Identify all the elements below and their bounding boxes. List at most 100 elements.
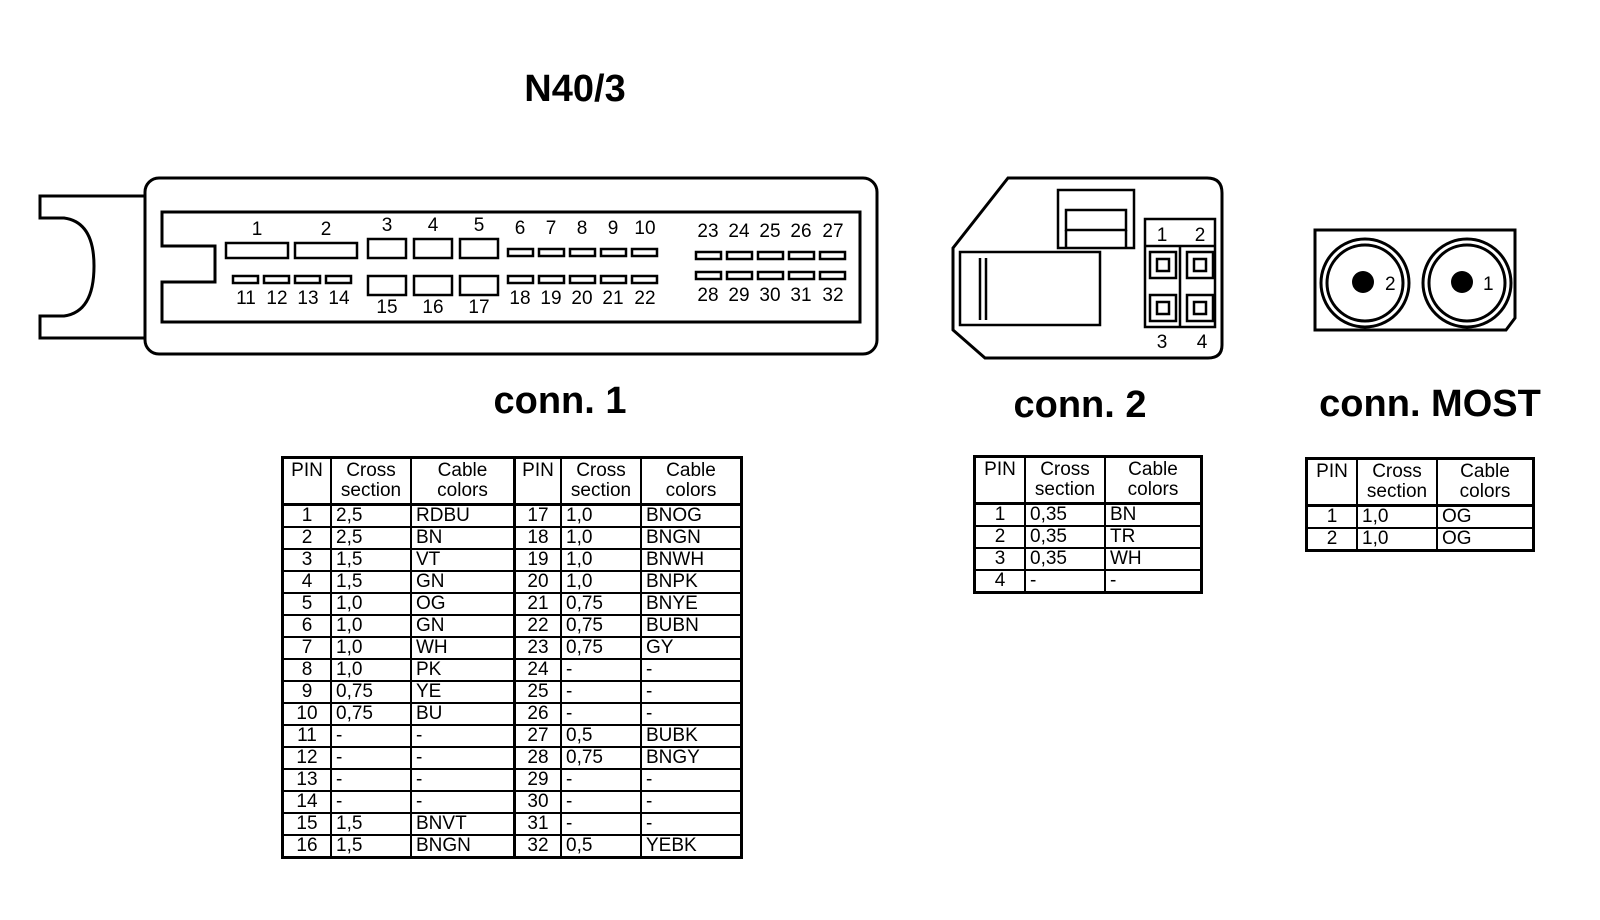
pin-cell: 4	[973, 569, 1026, 594]
pin-cell: 9	[281, 680, 332, 704]
conn1-pin-numbers: 1 2 3 4 5 6 7 8 9 10 23 24 25 26 27 11 1…	[236, 215, 843, 318]
pin-cell: 21	[513, 592, 562, 616]
pin-number: 4	[428, 215, 439, 236]
pin-number: 5	[474, 215, 485, 236]
pin-cell: 26	[513, 702, 562, 726]
pin-number: 9	[608, 218, 619, 239]
pin-cell: 10	[281, 702, 332, 726]
pin-cell: 5	[281, 592, 332, 616]
cable-color-cell: -	[410, 746, 516, 770]
pin-number: 31	[790, 285, 811, 306]
cable-color-cell: PK	[410, 658, 516, 682]
pin-number: 17	[468, 297, 489, 318]
pin-number: 27	[822, 221, 843, 242]
pin-number: 1	[1157, 225, 1168, 246]
cable-color-cell: -	[640, 790, 743, 814]
conn2-title: conn. 2	[1013, 384, 1147, 426]
pin-cell: 7	[281, 636, 332, 660]
pin-cell: 2	[281, 526, 332, 550]
cable-color-cell: VT	[410, 548, 516, 572]
header-pin: PIN	[513, 456, 562, 506]
pin-number: 28	[697, 285, 718, 306]
pin-cell: 12	[281, 746, 332, 770]
cable-color-cell: BNPK	[640, 570, 743, 594]
conn1-housing	[143, 176, 879, 356]
cross-section-cell: 0,35	[1024, 525, 1106, 549]
cross-section-cell: 1,0	[330, 636, 412, 660]
pin-cell: 2	[973, 525, 1026, 549]
cross-section-cell: -	[330, 768, 412, 792]
pin-cell: 2	[1305, 527, 1358, 552]
cable-color-cell: YEBK	[640, 834, 743, 859]
conn1-latch	[38, 194, 145, 340]
pin-cell: 30	[513, 790, 562, 814]
cross-section-cell: 1,0	[1356, 527, 1438, 552]
cross-section-cell: 0,75	[560, 592, 642, 616]
cable-color-cell: -	[640, 702, 743, 726]
pin-number: 2	[321, 219, 332, 240]
cable-color-cell: BUBK	[640, 724, 743, 748]
cable-color-cell: BNGN	[410, 834, 516, 859]
pin-number: 4	[1197, 332, 1208, 353]
cable-color-cell: -	[410, 724, 516, 748]
cross-section-cell: -	[560, 680, 642, 704]
cross-section-cell: 0,75	[560, 614, 642, 638]
cable-color-cell: BN	[410, 526, 516, 550]
most-housing	[1313, 228, 1517, 332]
pin-number: 20	[571, 288, 592, 309]
cross-section-cell: 1,0	[330, 658, 412, 682]
pin-number: 1	[252, 219, 263, 240]
cable-color-cell: GY	[640, 636, 743, 660]
pin-number: 11	[236, 288, 256, 309]
cross-section-cell: 1,0	[330, 592, 412, 616]
cable-color-cell: YE	[410, 680, 516, 704]
conn2-inner	[958, 188, 1217, 329]
pin-cell: 22	[513, 614, 562, 638]
cross-section-cell: 1,5	[330, 812, 412, 836]
cross-section-cell: 1,0	[560, 570, 642, 594]
cross-section-cell: 1,5	[330, 548, 412, 572]
table-row: 13--29--	[281, 768, 743, 792]
cross-section-cell: 1,0	[560, 526, 642, 550]
header-pin: PIN	[1305, 457, 1358, 507]
pin-cell: 27	[513, 724, 562, 748]
pin-cell: 13	[281, 768, 332, 792]
cable-color-cell: -	[410, 790, 516, 814]
cable-color-cell: BNVT	[410, 812, 516, 836]
cable-color-cell: -	[410, 768, 516, 792]
cross-section-cell: 0,75	[330, 702, 412, 726]
conn1-title: conn. 1	[493, 380, 627, 422]
pin-number: 15	[376, 297, 397, 318]
cross-section-cell: -	[560, 702, 642, 726]
pin-number: 19	[540, 288, 561, 309]
cable-color-cell: GN	[410, 570, 516, 594]
cross-section-cell: 0,75	[560, 636, 642, 660]
pin-cell: 17	[513, 503, 562, 528]
cable-color-cell: OG	[1436, 504, 1535, 529]
pin-number: 24	[728, 221, 750, 242]
pin-cell: 6	[281, 614, 332, 638]
cable-color-cell: RDBU	[410, 503, 516, 528]
pin-number: 1	[1483, 274, 1494, 295]
pin-number: 7	[546, 218, 557, 239]
pin-cell: 18	[513, 526, 562, 550]
most-pin-numbers: 2 1	[1385, 274, 1494, 295]
pin-number: 3	[382, 215, 393, 236]
cable-color-cell: BN	[1104, 502, 1203, 527]
